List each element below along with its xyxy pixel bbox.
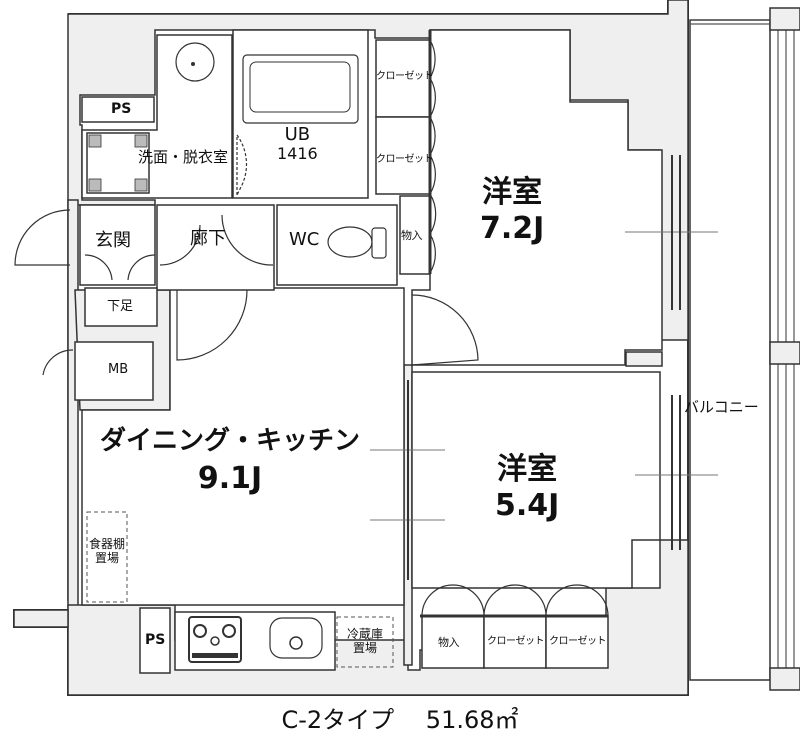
plan-caption: C-2タイプ 51.68㎡: [0, 700, 800, 735]
bedroom2-size: 5.4J: [495, 488, 560, 523]
bedroom1-closet-2: クローゼット: [376, 154, 434, 165]
unit-bath-label: UB 1416: [277, 126, 318, 162]
meter-box-label: MB: [108, 362, 129, 377]
wash-basin: [175, 42, 215, 82]
room-bedroom2: [411, 371, 661, 589]
unit-bath-name: UB: [284, 124, 311, 145]
ps-top-box: [81, 96, 155, 123]
toilet-bowl: [327, 226, 373, 258]
fridge-line2: 置場: [352, 641, 377, 655]
plan-type-label: C-2タイプ: [281, 706, 395, 734]
toilet-label: WC: [289, 229, 320, 250]
dk-name: ダイニング・キッチン: [99, 426, 360, 456]
cupboard-space-label: 食器棚 置場: [86, 538, 128, 564]
room-dining-kitchen: [81, 287, 405, 606]
cupboard-space-outline: [86, 511, 128, 603]
balcony-label: バルコニー: [684, 398, 759, 416]
fridge-space-label: 冷蔵庫 置場: [337, 628, 393, 654]
bedroom1-storage: 物入: [401, 229, 423, 242]
bedroom1-name: 洋室: [482, 175, 543, 210]
ps-kitchen-label: PS: [145, 632, 166, 648]
room-bedroom1: [411, 29, 663, 366]
shoe-box: [84, 287, 158, 327]
dk-label: ダイニング・キッチン 9.1J: [95, 428, 365, 494]
bedroom2-storage: 物入: [438, 636, 460, 649]
meter-box: [74, 341, 154, 401]
fridge-space-outline: [336, 616, 394, 668]
bedroom1-label: 洋室 7.2J: [480, 178, 544, 244]
bedroom2-name: 洋室: [497, 452, 558, 487]
wall-kitchen-stub: [13, 609, 69, 628]
bedroom2-label: 洋室 5.4J: [495, 455, 559, 521]
unit-bath-size: 1416: [277, 144, 318, 163]
stove: [188, 616, 242, 663]
bedroom1-size: 7.2J: [480, 211, 545, 246]
ps-top-label: PS: [111, 101, 132, 117]
shoe-box-label: 下足: [107, 299, 134, 314]
bedroom2-closet-2: クローゼット: [549, 636, 607, 647]
plan-area: 51.68㎡: [425, 706, 519, 734]
entrance-label: 玄関: [95, 230, 131, 251]
cupboard-line2: 置場: [94, 551, 119, 565]
wall-top: [67, 0, 689, 601]
wall-left: [67, 199, 79, 611]
washroom-label: 洗面・脱衣室: [138, 148, 229, 166]
front-door-swing: [14, 209, 71, 266]
fridge-line1: 冷蔵庫: [346, 627, 383, 641]
dk-size: 9.1J: [197, 461, 263, 496]
hallway-label: 廊下: [190, 228, 226, 249]
room-balcony: [689, 19, 771, 681]
room-entrance: [79, 204, 156, 286]
ps-kitchen-box: [139, 607, 171, 674]
bedroom1-closet-1: クローゼット: [376, 71, 434, 82]
cupboard-line1: 食器棚: [88, 537, 125, 551]
room-hallway: [156, 204, 275, 291]
bedroom2-closet-1: クローゼット: [487, 636, 545, 647]
